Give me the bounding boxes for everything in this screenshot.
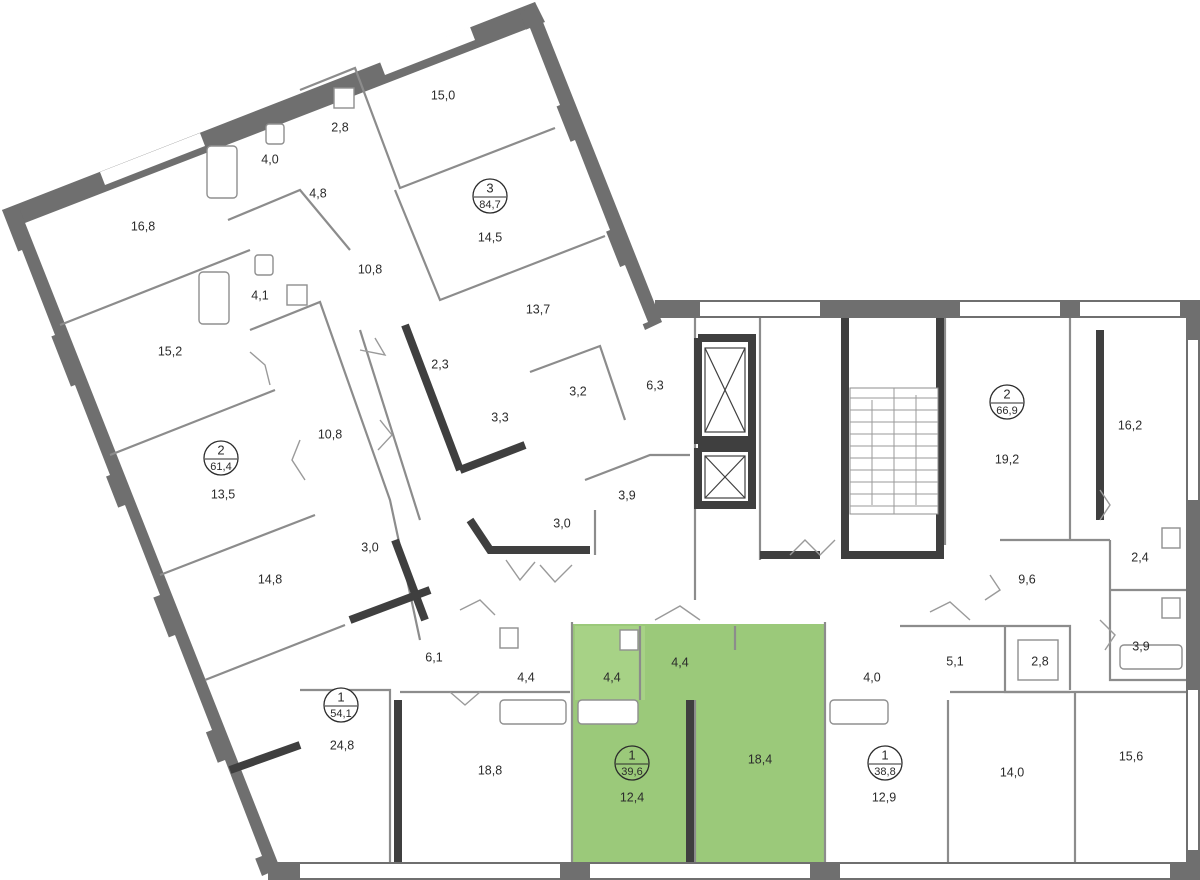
room-area: 16,2 (1118, 418, 1142, 432)
room-area: 3,2 (569, 384, 586, 398)
structural-walls (228, 318, 1104, 862)
room-area: 19,2 (995, 452, 1019, 466)
svg-text:39,6: 39,6 (621, 766, 642, 778)
apartment-badge-2-61-4[interactable]: 2 61,4 (203, 440, 239, 476)
bathroom-fixtures (198, 87, 1183, 725)
room-area: 9,6 (1018, 572, 1035, 586)
room-area: 2,8 (331, 120, 348, 134)
room-area: 24,8 (330, 738, 354, 752)
room-area: 12,9 (872, 790, 896, 804)
room-area: 3,9 (618, 488, 635, 502)
room-area: 4,0 (863, 670, 880, 684)
room-area: 15,6 (1119, 749, 1143, 763)
room-area: 2,8 (1031, 654, 1048, 668)
room-area: 10,8 (318, 427, 342, 441)
room-area: 3,9 (1132, 639, 1149, 653)
svg-text:2: 2 (1003, 386, 1010, 401)
elevator-shafts (704, 347, 746, 499)
room-area: 16,8 (131, 219, 155, 233)
svg-text:54,1: 54,1 (330, 708, 351, 720)
apartment-badge-1-38-8[interactable]: 1 38,8 (867, 745, 903, 781)
apartment-badge-3-84-7[interactable]: 3 84,7 (472, 178, 508, 214)
room-area: 14,8 (258, 572, 282, 586)
room-area: 12,4 (620, 790, 644, 804)
svg-text:38,8: 38,8 (874, 766, 895, 778)
room-area: 6,1 (425, 650, 442, 664)
room-area: 2,4 (1131, 550, 1148, 564)
room-area: 5,1 (946, 654, 963, 668)
room-area: 13,7 (526, 302, 550, 316)
room-area: 15,0 (431, 88, 455, 102)
svg-text:61,4: 61,4 (210, 461, 231, 473)
svg-text:84,7: 84,7 (479, 199, 500, 211)
room-area: 3,3 (491, 410, 508, 424)
room-area: 2,3 (431, 357, 448, 371)
room-area: 3,0 (361, 540, 378, 554)
windows (9, 27, 1198, 878)
room-area: 4,1 (251, 288, 268, 302)
room-area: 4,4 (671, 655, 688, 669)
room-area: 4,4 (517, 670, 534, 684)
room-area: 18,8 (478, 763, 502, 777)
apartment-badge-1-54-1[interactable]: 1 54,1 (323, 687, 359, 723)
room-area: 3,0 (553, 516, 570, 530)
room-area: 4,4 (603, 670, 620, 684)
apartment-highlight-39-6[interactable] (573, 624, 824, 864)
room-area: 15,2 (158, 344, 182, 358)
room-labels: 15,0 2,8 4,0 4,8 16,8 14,5 10,8 13,7 4,1… (131, 88, 1150, 804)
doors (249, 337, 1116, 706)
room-area: 4,0 (261, 152, 278, 166)
room-area: 18,4 (748, 752, 772, 766)
room-area: 13,5 (211, 487, 235, 501)
room-area: 4,8 (309, 186, 326, 200)
room-area: 10,8 (358, 262, 382, 276)
apartment-badge-1-39-6[interactable]: 1 39,6 (614, 745, 650, 781)
room-area: 14,0 (1000, 765, 1024, 779)
svg-text:1: 1 (337, 689, 344, 704)
svg-text:1: 1 (881, 747, 888, 762)
staircase (849, 387, 939, 515)
svg-text:1: 1 (628, 747, 635, 762)
room-area: 6,3 (646, 378, 663, 392)
apartment-badge-2-66-9[interactable]: 2 66,9 (989, 384, 1025, 420)
partitions (59, 66, 1186, 862)
svg-text:66,9: 66,9 (996, 405, 1017, 417)
svg-text:3: 3 (486, 180, 493, 195)
room-area: 14,5 (478, 230, 502, 244)
svg-text:2: 2 (217, 442, 224, 457)
